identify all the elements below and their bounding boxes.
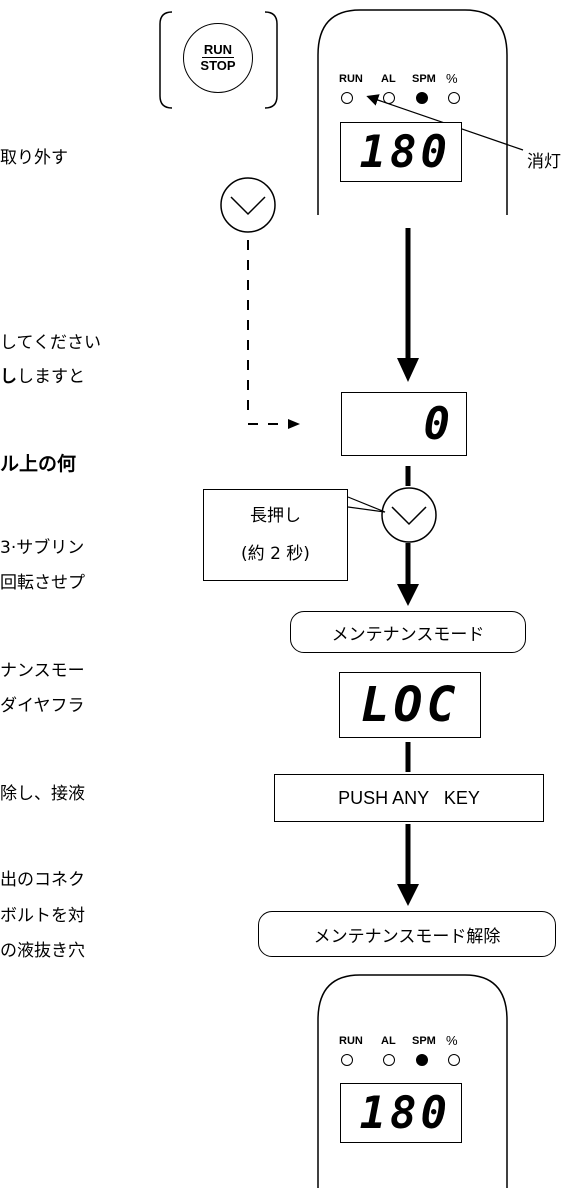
panel-top-display-value: 180 (359, 126, 451, 178)
text-line-6: 回転させプ (0, 573, 85, 593)
arrow-1-head (397, 358, 419, 382)
panel-bottom-led-spm (416, 1054, 428, 1066)
run-stop-key[interactable]: RUN STOP (183, 23, 253, 93)
text-line-8: ダイヤフラ (0, 696, 85, 716)
text-line-7: ナンスモー (0, 661, 85, 681)
maintenance-mode-label: メンテナンスモード (290, 611, 526, 653)
panel-bottom-outline (317, 974, 508, 1188)
display-loc: LOC (339, 672, 481, 738)
text-line-3: ししますと (0, 366, 85, 388)
panel-bottom-display: 180 (340, 1083, 462, 1143)
callout-off-label: 消灯 (527, 152, 561, 172)
panel-bottom-label-percent: % (446, 1033, 458, 1048)
panel-bottom-label-spm: SPM (412, 1035, 436, 1047)
dashed-arrow-head (288, 419, 300, 429)
text-line-5: 3·サブリン (0, 538, 85, 558)
run-stop-key-top: RUN (201, 41, 235, 58)
text-line-2: してください (0, 333, 101, 353)
text-line-1: 取り外す (0, 148, 68, 168)
panel-top-label-run: RUN (339, 73, 363, 85)
long-press-line2: (約 2 秒) (241, 544, 310, 564)
long-press-line1: 長押し (250, 506, 301, 526)
panel-bottom-led-run (341, 1054, 353, 1066)
text-line-4: ル上の何 (0, 453, 77, 475)
text-line-3-rest: しますと (17, 367, 85, 387)
display-loc-value: LOC (360, 677, 460, 733)
text-line-10: 出のコネク (0, 870, 85, 890)
panel-top-label-al: AL (381, 73, 396, 85)
panel-top-led-al (383, 92, 395, 104)
panel-bottom-label-run: RUN (339, 1035, 363, 1047)
arrow-2-head (397, 584, 419, 606)
panel-bottom-led-percent (448, 1054, 460, 1066)
run-stop-key-bottom: STOP (200, 57, 236, 73)
run-stop-bracket-right (264, 11, 278, 109)
panel-top-led-run (341, 92, 353, 104)
panel-top-led-percent (448, 92, 460, 104)
panel-top-display: 180 (340, 122, 462, 182)
panel-bottom-led-al (383, 1054, 395, 1066)
down-button-2-chevron (391, 506, 427, 526)
text-line-9: 除し、接液 (0, 784, 85, 804)
arrow-3-head (397, 884, 419, 906)
panel-bottom-label-al: AL (381, 1035, 396, 1047)
long-press-callout: 長押し (約 2 秒) (203, 489, 348, 581)
maintenance-release-label: メンテナンスモード解除 (258, 911, 556, 957)
long-press-callout-tail (347, 496, 386, 513)
run-stop-bracket-left (159, 11, 173, 109)
down-button-1-circle (220, 177, 276, 233)
text-line-3-bold: し (0, 367, 17, 387)
panel-top-label-percent: % (446, 71, 458, 86)
panel-top-outline (317, 9, 508, 215)
panel-top-led-spm (416, 92, 428, 104)
text-line-12: の液抜き穴 (0, 941, 85, 961)
text-line-11: ボルトを対 (0, 906, 85, 926)
down-button-1-chevron (230, 196, 266, 216)
push-any-key-label: PUSH ANY KEY (274, 774, 544, 822)
panel-bottom-display-value: 180 (359, 1087, 451, 1139)
down-button-2-circle (381, 487, 437, 543)
display-zero-value: 0 (423, 398, 454, 450)
panel-top-label-spm: SPM (412, 73, 436, 85)
display-zero: 0 (341, 392, 467, 456)
